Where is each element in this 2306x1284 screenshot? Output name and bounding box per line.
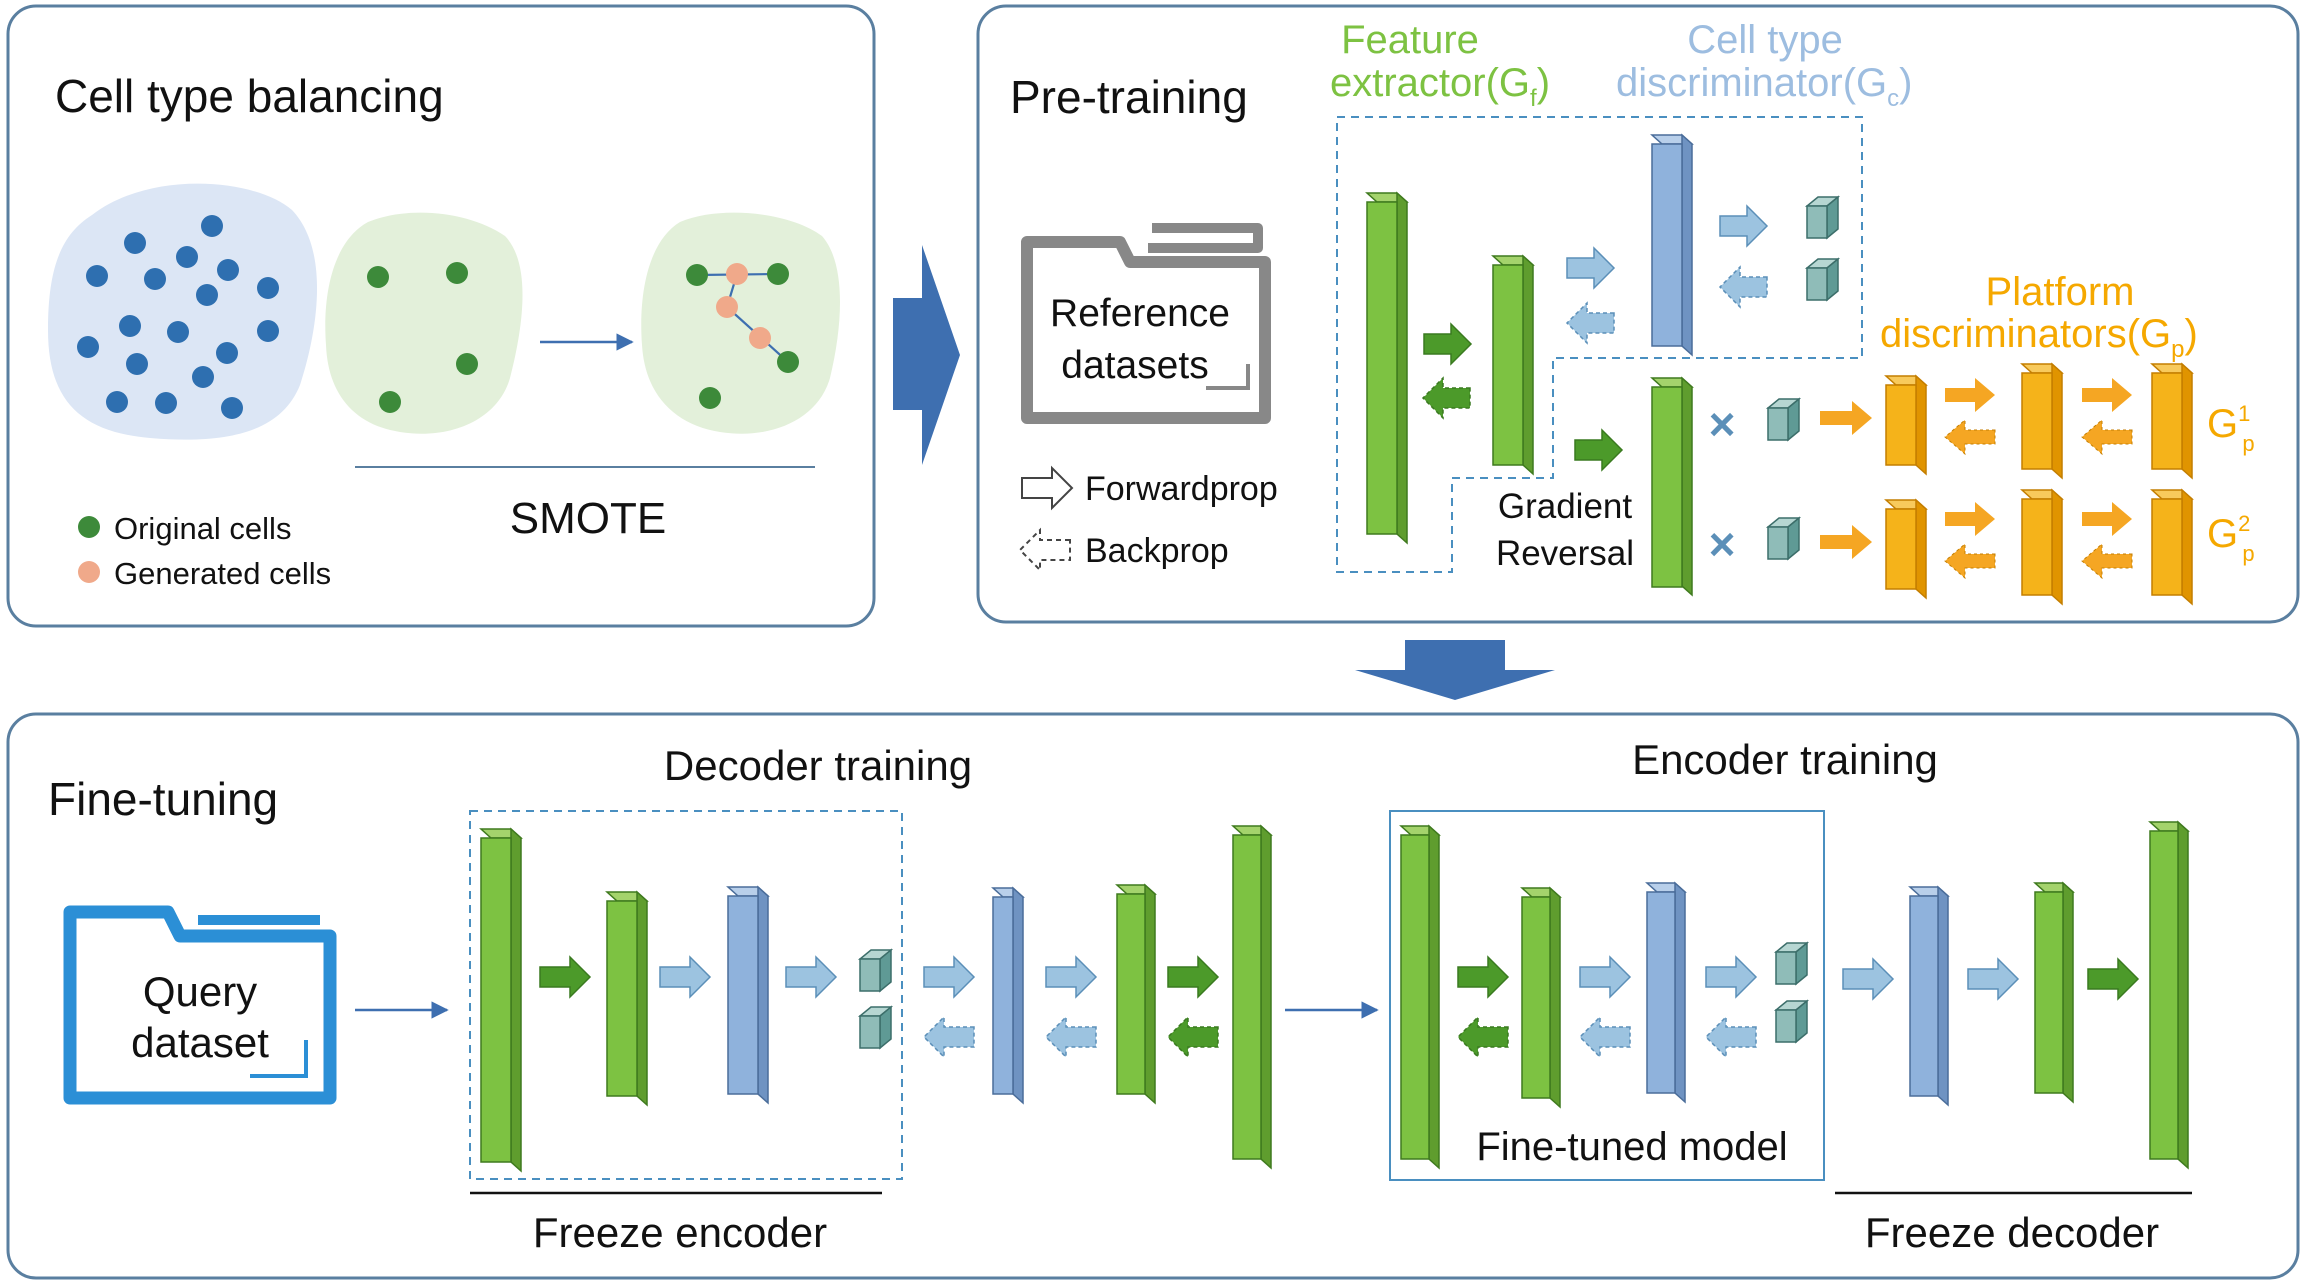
celltype-output-cube-2 [1804, 257, 1841, 302]
query-folder-label-2: dataset [131, 1019, 269, 1066]
ft-decoder-arrows [539, 955, 1220, 1059]
reference-folder-icon [1021, 223, 1271, 424]
cross-icon-1: × [1709, 398, 1736, 450]
backprop-legend-label: Backprop [1085, 532, 1229, 570]
majority-cell-cluster [48, 183, 318, 440]
finetuning-title: Fine-tuning [48, 773, 278, 825]
majority-cell-dots [77, 215, 279, 419]
platform-heading-2: discriminators(Gp) [1880, 312, 2198, 363]
query-folder-label-1: Query [143, 968, 257, 1015]
feature-extractor-heading-2: extractor(Gf) [1330, 61, 1550, 112]
feature-extractor-heading-1: Feature [1341, 18, 1479, 62]
freeze-encoder-label: Freeze encoder [533, 1209, 827, 1256]
reference-folder-label-1: Reference [1050, 292, 1230, 335]
decoder-dashed-box [469, 810, 903, 1180]
decoder-training-title: Decoder training [664, 742, 972, 789]
reference-folder-label-2: datasets [1061, 344, 1208, 387]
generated-legend-dot [78, 561, 100, 583]
gradient-reversal-label-1: Gradient [1498, 487, 1633, 526]
ft-encoder-box-blocks [1399, 824, 1810, 1170]
to-finetuning-arrow [1355, 640, 1555, 700]
celltype-heading-2: discriminator(Gc) [1616, 61, 1912, 112]
platform-discriminator-2 [1820, 488, 2194, 606]
pretraining-title: Pre-training [1010, 71, 1248, 123]
gradient-reversal-block [1650, 376, 1694, 597]
celltype-heading-1: Cell type [1687, 18, 1843, 62]
gradient-reversal-label-2: Reversal [1496, 534, 1634, 573]
original-legend-dot [78, 516, 100, 538]
generated-legend-label: Generated cells [114, 556, 331, 591]
platform-input-cube-2 [1765, 516, 1802, 561]
platform-heading-1: Platform [1986, 270, 2135, 314]
ft-frozen-decoder-arrows [1842, 957, 2140, 1001]
minority-cell-cluster [325, 212, 523, 434]
encoder-training-title: Encoder training [1632, 736, 1938, 783]
pretrain-arrows [1421, 204, 1769, 472]
cross-icon-2: × [1709, 518, 1736, 570]
platform-discriminator-1 [1820, 362, 2194, 480]
forwardprop-legend-label: Forwardprop [1085, 470, 1278, 508]
celltype-block [1650, 133, 1694, 357]
smote-label: SMOTE [510, 494, 666, 543]
pretrain-feature-block-2 [1491, 254, 1535, 476]
celltype-output-cube-1 [1804, 195, 1841, 240]
ft-decoder-blocks [479, 824, 1273, 1173]
encoder-finetuned-box [1389, 810, 1825, 1181]
balanced-cell-cluster [641, 212, 841, 434]
pretraining-panel [976, 4, 2300, 624]
original-cell-dots [686, 263, 799, 409]
backprop-legend-icon [1018, 527, 1071, 573]
forwardprop-legend-icon [1021, 465, 1074, 511]
ft-frozen-decoder-blocks [1908, 820, 2190, 1170]
original-legend-label: Original cells [114, 511, 291, 546]
freeze-decoder-label: Freeze decoder [1865, 1209, 2159, 1256]
platform-input-cube-1 [1765, 397, 1802, 442]
minority-cell-dots [367, 262, 478, 413]
pretrain-feature-block-1 [1365, 191, 1409, 545]
ft-encoder-box-arrows [1456, 955, 1758, 1059]
query-folder-icon [63, 905, 337, 1105]
balancing-title: Cell type balancing [55, 70, 444, 122]
to-pretraining-arrow [893, 245, 960, 465]
finetuned-model-label: Fine-tuned model [1476, 1125, 1787, 1169]
generated-cell-dots [716, 263, 771, 349]
feature-extractor-dashed-box [1336, 116, 1863, 573]
